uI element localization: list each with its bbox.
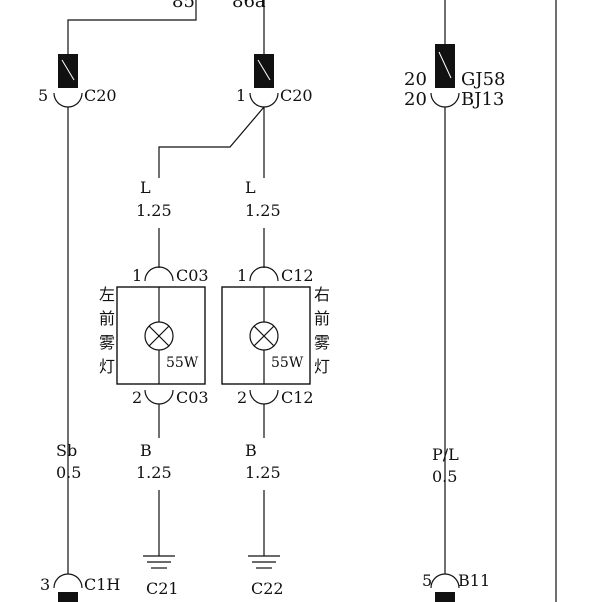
connector-c1h (53, 573, 83, 602)
label-c20-mid: C20 (280, 86, 313, 105)
pin-2-c03: 2 (132, 388, 142, 407)
right-lamp-char-2: 前 (314, 309, 330, 328)
connector-gj58-bj13 (430, 44, 460, 108)
pin-1-c20: 1 (236, 86, 246, 105)
right-lamp-char-1: 右 (314, 285, 330, 304)
connector-b11 (430, 573, 460, 602)
pin-5-c20: 5 (38, 86, 48, 105)
wire-gauge-right-top: 1.25 (245, 201, 281, 220)
label-bj13: BJ13 (461, 89, 504, 110)
pin-20-bj13: 20 (404, 89, 427, 110)
label-c1h: C1H (84, 575, 120, 594)
right-lamp-char-3: 雾 (314, 333, 330, 352)
left-lamp-char-4: 灯 (99, 357, 115, 376)
ground-label-c22: C22 (251, 579, 284, 598)
connector-c20-mid (249, 54, 279, 108)
label-gj58: GJ58 (461, 69, 506, 90)
wire-gauge-far-left: 0.5 (56, 463, 81, 482)
left-lamp-char-3: 雾 (99, 333, 115, 352)
ground-label-c21: C21 (146, 579, 179, 598)
lamp-power-right: 55W (271, 355, 304, 371)
left-lamp-char-2: 前 (99, 309, 115, 328)
pin-1-c03: 1 (132, 266, 142, 285)
wire-color-left-top: L (140, 178, 151, 197)
wire-gauge-left-top: 1.25 (136, 201, 172, 220)
label-c03-bot: C03 (176, 388, 209, 407)
label-b11: B11 (458, 571, 490, 590)
wire-gauge-left-bottom: 1.25 (136, 463, 172, 482)
wire-color-right-bottom: B (245, 441, 257, 460)
connector-c20-left (53, 54, 83, 108)
label-c12-top: C12 (281, 266, 314, 285)
wire-color-far-right: P/L (432, 445, 459, 464)
pin-20-gj58: 20 (404, 69, 427, 90)
pin-1-c12: 1 (237, 266, 247, 285)
pin-5-b11: 5 (422, 571, 432, 590)
wire-color-left-bottom: B (140, 441, 152, 460)
wire-color-right-top: L (245, 178, 256, 197)
label-c20-left: C20 (84, 86, 117, 105)
wire-color-far-left: Sb (56, 441, 77, 460)
ground-symbol-left (143, 555, 175, 569)
right-fog-lamp (221, 266, 311, 405)
left-fog-lamp (116, 266, 206, 405)
label-c12-bot: C12 (281, 388, 314, 407)
wire-gauge-far-right: 0.5 (432, 467, 457, 486)
wire-gauge-right-bottom: 1.25 (245, 463, 281, 482)
wire-label-85: 85 (172, 0, 195, 12)
right-lamp-char-4: 灯 (314, 357, 330, 376)
branch-wire (158, 106, 265, 178)
pin-3-c1h: 3 (40, 575, 50, 594)
pin-2-c12: 2 (237, 388, 247, 407)
top-wire-left (67, 0, 197, 56)
wire-label-86a: 86a (232, 0, 266, 12)
left-lamp-char-1: 左 (99, 285, 115, 304)
lamp-power-left: 55W (166, 355, 199, 371)
ground-symbol-right (248, 555, 280, 569)
label-c03-top: C03 (176, 266, 209, 285)
